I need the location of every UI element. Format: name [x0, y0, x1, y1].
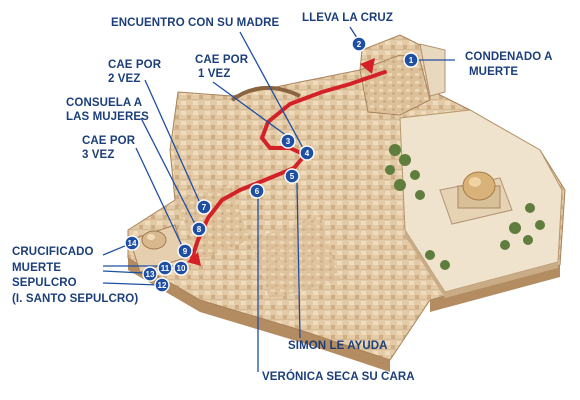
station-3-marker[interactable]: 3 — [280, 133, 296, 149]
dome-of-the-rock — [439, 171, 513, 225]
label-muerte: MUERTE — [12, 262, 62, 274]
label-encuentro-con-su-madre: ENCUENTRO CON SU MADRE — [111, 17, 280, 29]
svg-text:9: 9 — [183, 247, 188, 256]
label-cae-por-1-vez-line2: 1 VEZ — [198, 68, 231, 80]
station-5-marker[interactable]: 5 — [284, 168, 300, 184]
label-sepulcro: SEPULCRO — [12, 277, 77, 289]
station-7-marker[interactable]: 7 — [196, 199, 212, 215]
svg-text:11: 11 — [161, 264, 170, 273]
label-condenado-a-muerte-line2: MUERTE — [469, 66, 519, 78]
label-cae-por-3-vez-line2: 3 VEZ — [82, 149, 115, 161]
station-1-marker[interactable]: 1 — [403, 52, 419, 68]
label-veronica-seca-su-cara: VERÓNICA SECA SU CARA — [262, 371, 415, 383]
label-consuela-a-las-mujeres-line2: LAS MUJERES — [66, 111, 149, 123]
label-crucificado: CRUCIFICADO — [12, 246, 94, 258]
svg-text:6: 6 — [255, 187, 260, 196]
leader-lines — [102, 26, 455, 372]
station-13-marker[interactable]: 13 — [142, 266, 158, 282]
route-arrow-tail — [187, 252, 201, 266]
station-4-marker[interactable]: 4 — [299, 145, 315, 161]
station-11-marker[interactable]: 11 — [157, 260, 173, 276]
via-dolorosa-route — [190, 70, 387, 260]
svg-text:2: 2 — [357, 40, 362, 49]
svg-text:14: 14 — [128, 239, 137, 248]
label-simon-le-ayuda: SIMON LE AYUDA — [288, 340, 388, 352]
svg-text:4: 4 — [305, 149, 310, 158]
station-9-marker[interactable]: 9 — [177, 243, 193, 259]
svg-text:7: 7 — [202, 203, 207, 212]
station-6-marker[interactable]: 6 — [249, 183, 265, 199]
svg-text:12: 12 — [158, 281, 167, 290]
svg-text:5: 5 — [290, 172, 295, 181]
label-condenado-a-muerte-line1: CONDENADO A — [465, 51, 553, 63]
trees — [385, 144, 545, 270]
route-arrow-head — [360, 58, 375, 74]
svg-text:13: 13 — [146, 270, 155, 279]
label-consuela-a-las-mujeres-line1: CONSUELA A — [66, 97, 143, 109]
label-lleva-la-cruz: LLEVA LA CRUZ — [302, 12, 393, 24]
station-8-marker[interactable]: 8 — [191, 221, 207, 237]
label-santo-sepulcro: (I. SANTO SEPULCRO) — [12, 293, 139, 305]
label-cae-por-3-vez-line1: CAE POR — [82, 135, 136, 147]
station-10-marker[interactable]: 10 — [173, 260, 189, 276]
svg-text:10: 10 — [177, 264, 186, 273]
svg-text:1: 1 — [409, 56, 414, 65]
label-cae-por-2-vez-line1: CAE POR — [108, 59, 162, 71]
station-12-marker[interactable]: 12 — [154, 277, 170, 293]
label-cae-por-2-vez-line2: 2 VEZ — [108, 73, 141, 85]
label-cae-por-1-vez-line1: CAE POR — [195, 54, 249, 66]
svg-text:8: 8 — [197, 225, 202, 234]
station-2-marker[interactable]: 2 — [351, 36, 367, 52]
old-city-model — [127, 34, 566, 372]
station-14-marker[interactable]: 14 — [124, 235, 140, 251]
svg-text:3: 3 — [286, 137, 291, 146]
